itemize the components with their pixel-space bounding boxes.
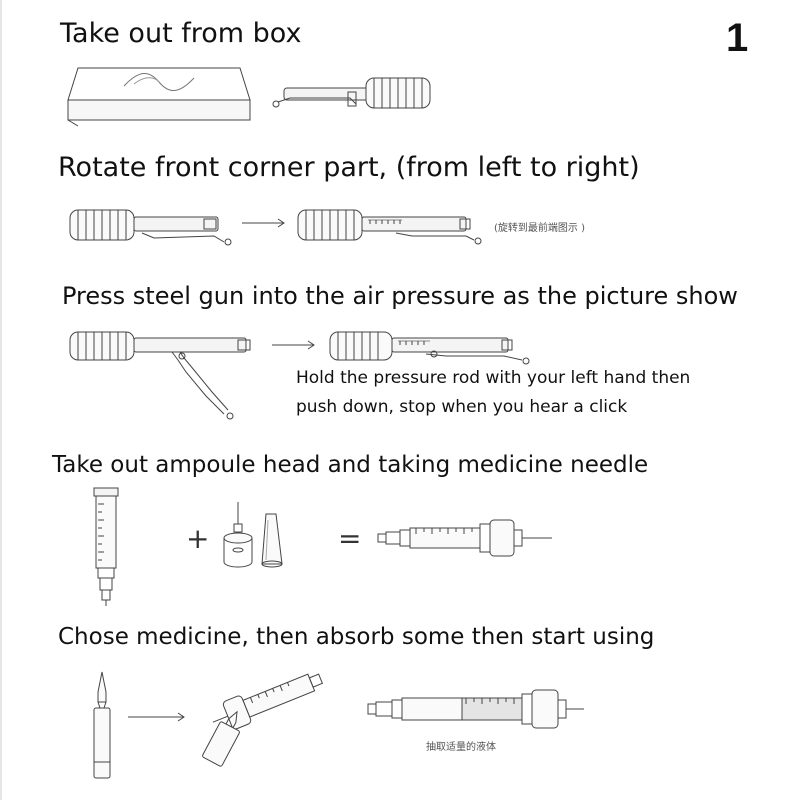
- arrow-right-icon: [240, 218, 290, 228]
- pen-before-rotation-illustration: [64, 200, 244, 248]
- pressure-instruction-line-1: Hold the pressure rod with your left han…: [296, 368, 691, 388]
- page-border: [0, 0, 2, 800]
- step-5-title: Chose medicine, then absorb some then st…: [58, 624, 655, 650]
- step-3-title: Press steel gun into the air pressure as…: [62, 282, 738, 310]
- needle-and-cap-illustration: [220, 500, 290, 574]
- arrow-right-icon: [270, 340, 320, 350]
- box-illustration: [64, 62, 254, 132]
- step-4-title: Take out ampoule head and taking medicin…: [52, 452, 649, 478]
- pen-pressing-illustration: [66, 326, 256, 426]
- absorbing-medicine-illustration: [196, 664, 336, 774]
- medicine-vial-illustration: [90, 670, 114, 782]
- arrow-right-icon: [126, 712, 190, 722]
- absorb-note-cn: 抽取适量的液体: [426, 742, 496, 753]
- step-1-title: Take out from box: [60, 18, 302, 49]
- pen-pressed-illustration: [326, 326, 536, 370]
- step-2-title: Rotate front corner part, (from left to …: [58, 152, 640, 183]
- pen-after-rotation-illustration: [292, 200, 492, 248]
- plus-sign: +: [186, 522, 210, 555]
- filled-syringe-illustration: [366, 686, 586, 732]
- pressure-instruction-line-2: push down, stop when you hear a click: [296, 397, 628, 417]
- assembled-syringe-illustration: [376, 518, 556, 558]
- injector-pen-illustration: [270, 72, 440, 116]
- page-number: 1: [726, 16, 749, 60]
- ampoule-vertical-illustration: [88, 484, 128, 608]
- rotation-note-cn: (旋转到最前端图示 ): [494, 223, 585, 234]
- equals-sign: =: [338, 522, 362, 555]
